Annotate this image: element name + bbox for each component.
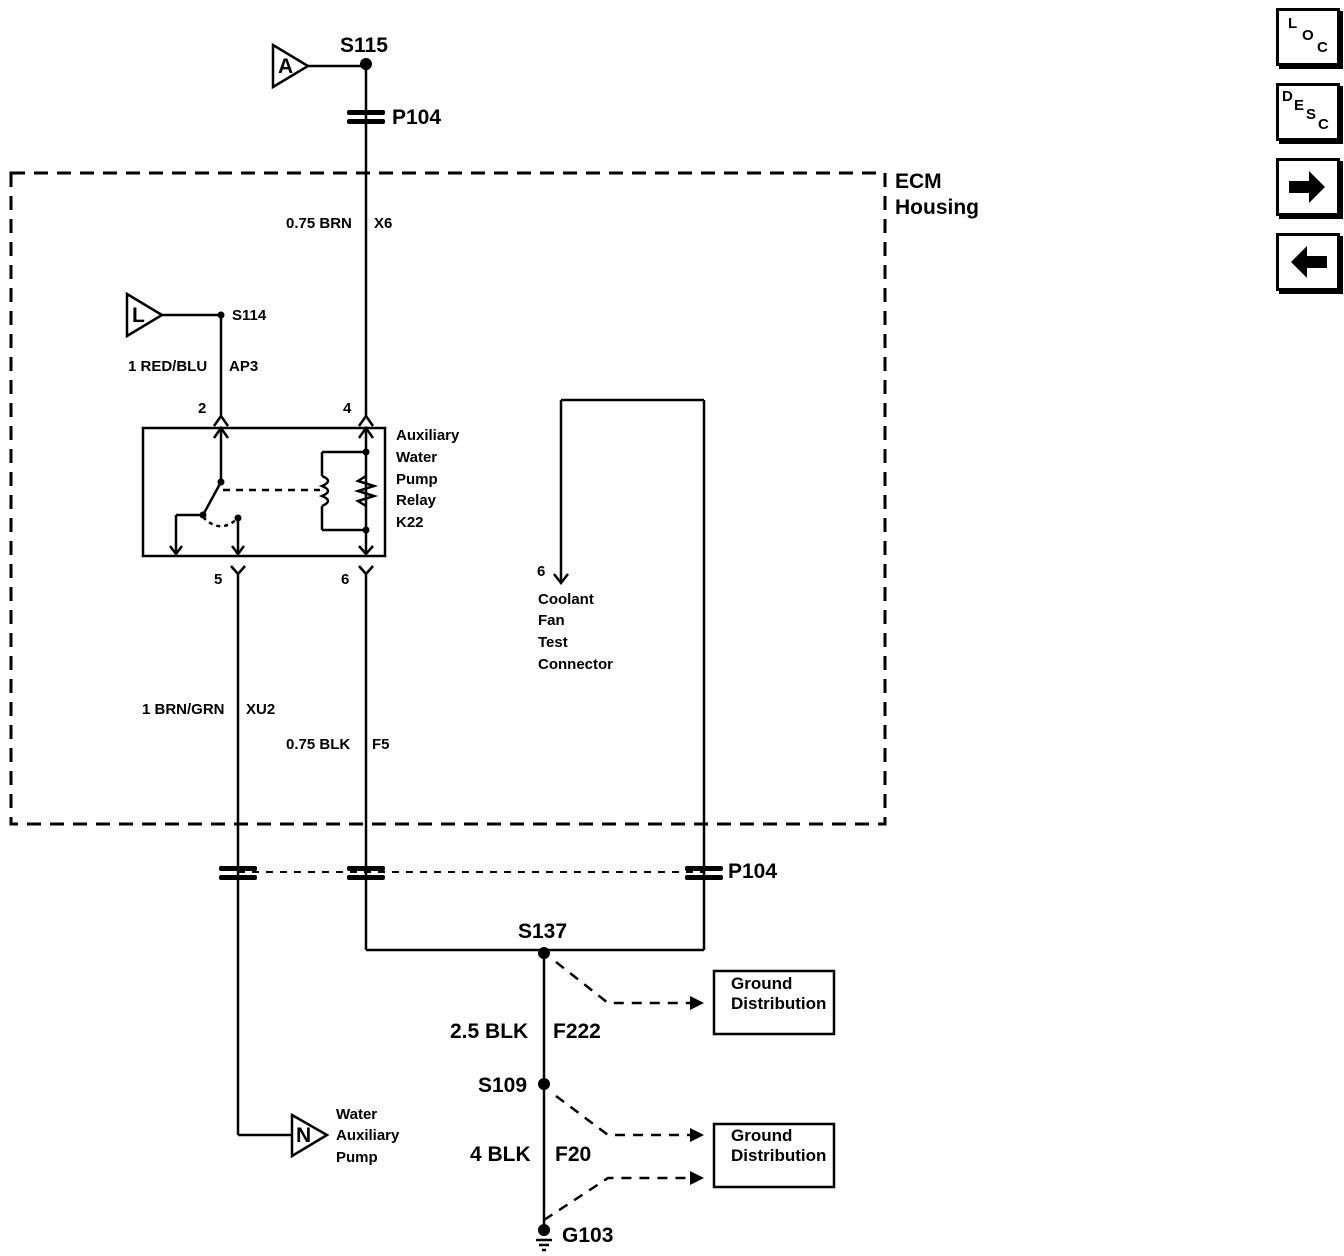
wire-f5-label: 0.75 BLK [286, 736, 350, 753]
circuit-x6-label: X6 [374, 215, 392, 232]
connector-p104-top [347, 110, 385, 124]
arrow-right-icon [1289, 171, 1325, 203]
ecm-housing-label-2: Housing [895, 196, 979, 219]
ground-distribution-box-1 [712, 969, 836, 1036]
relay-pin-6-label: 6 [341, 571, 349, 588]
ground-g103-label: G103 [562, 1224, 613, 1247]
pump-label-line-2: Auxiliary [336, 1127, 400, 1144]
description-button-letter-4: C [1318, 116, 1329, 133]
back-button[interactable] [1276, 233, 1340, 291]
forward-button[interactable] [1276, 158, 1340, 216]
connector-p104-bottom [219, 866, 723, 880]
pump-label-line-1: Water [336, 1106, 377, 1123]
connector-p104-top-label: P104 [392, 106, 441, 129]
circuit-f5-label: F5 [372, 736, 390, 753]
ground-distribution-2-line-1: Ground [731, 1126, 792, 1145]
ground-distribution-1-line-2: Distribution [731, 994, 826, 1013]
ground-g103-dot [538, 1224, 550, 1236]
relay-label-line-4: Relay [396, 492, 437, 509]
ground-distribution-box-2 [712, 1122, 836, 1189]
relay-label-line-1: Auxiliary [396, 427, 460, 444]
location-button-letter-2: O [1302, 27, 1314, 44]
arrow-left-icon [1291, 246, 1327, 278]
ground-distribution-2-line-2: Distribution [731, 1146, 826, 1165]
connector-a-triangle [271, 42, 311, 90]
connector-l-triangle [125, 291, 165, 339]
wire-x6-label: 0.75 BRN [286, 215, 352, 232]
circuit-f222-label: F222 [553, 1020, 601, 1043]
wire-ap3-label: 1 RED/BLU [128, 358, 207, 375]
relay-pin-2-label: 2 [198, 400, 206, 417]
location-button[interactable]: L O C [1276, 8, 1340, 66]
coolant-label-line-3: Test [538, 634, 568, 651]
connector-n-label: N [296, 1124, 311, 1147]
wire-f20-label: 4 BLK [470, 1143, 531, 1166]
relay-label-line-2: Water [396, 449, 437, 466]
location-button-letter-1: L [1288, 15, 1298, 32]
relay-pin-4-label: 4 [343, 400, 352, 417]
coolant-label-line-2: Fan [538, 612, 565, 629]
relay-label-line-5: K22 [396, 514, 424, 531]
circuit-ap3-label: AP3 [229, 358, 258, 375]
relay-pin-5-label: 5 [214, 571, 222, 588]
relay-k22-box [141, 426, 387, 558]
connector-l-label: L [132, 304, 145, 327]
description-button-letter-2: E [1294, 97, 1305, 114]
circuit-xu2-label: XU2 [246, 701, 275, 718]
splice-s115-dot [360, 58, 372, 70]
ground-distribution-1-line-1: Ground [731, 974, 792, 993]
wire-f222-label: 2.5 BLK [450, 1020, 528, 1043]
splice-s137-dot [538, 947, 550, 959]
coolant-label-line-1: Coolant [538, 591, 594, 608]
splice-s109-dot [538, 1078, 550, 1090]
splice-s115-label: S115 [340, 34, 388, 57]
description-button[interactable]: D E S C [1276, 83, 1340, 141]
coolant-pin-6-label: 6 [537, 563, 545, 580]
splice-s109-label: S109 [478, 1074, 527, 1097]
splice-s114-dot [217, 311, 225, 319]
location-button-letter-3: C [1317, 39, 1328, 56]
pump-label-line-3: Pump [336, 1149, 378, 1166]
coolant-label-line-4: Connector [538, 656, 613, 673]
relay-label-line-3: Pump [396, 471, 438, 488]
ecm-housing-label-1: ECM [895, 170, 942, 193]
connector-a-label: A [278, 55, 293, 78]
wire-xu2-label: 1 BRN/GRN [142, 701, 225, 718]
circuit-f20-label: F20 [555, 1143, 591, 1166]
description-button-letter-1: D [1282, 88, 1293, 105]
connector-n-triangle [290, 1112, 330, 1159]
splice-s137-label: S137 [518, 920, 567, 943]
ecm-housing-boundary [9, 171, 887, 826]
connector-p104-bottom-label: P104 [728, 860, 777, 883]
splice-s114-label: S114 [232, 307, 267, 324]
description-button-letter-3: S [1306, 106, 1317, 123]
